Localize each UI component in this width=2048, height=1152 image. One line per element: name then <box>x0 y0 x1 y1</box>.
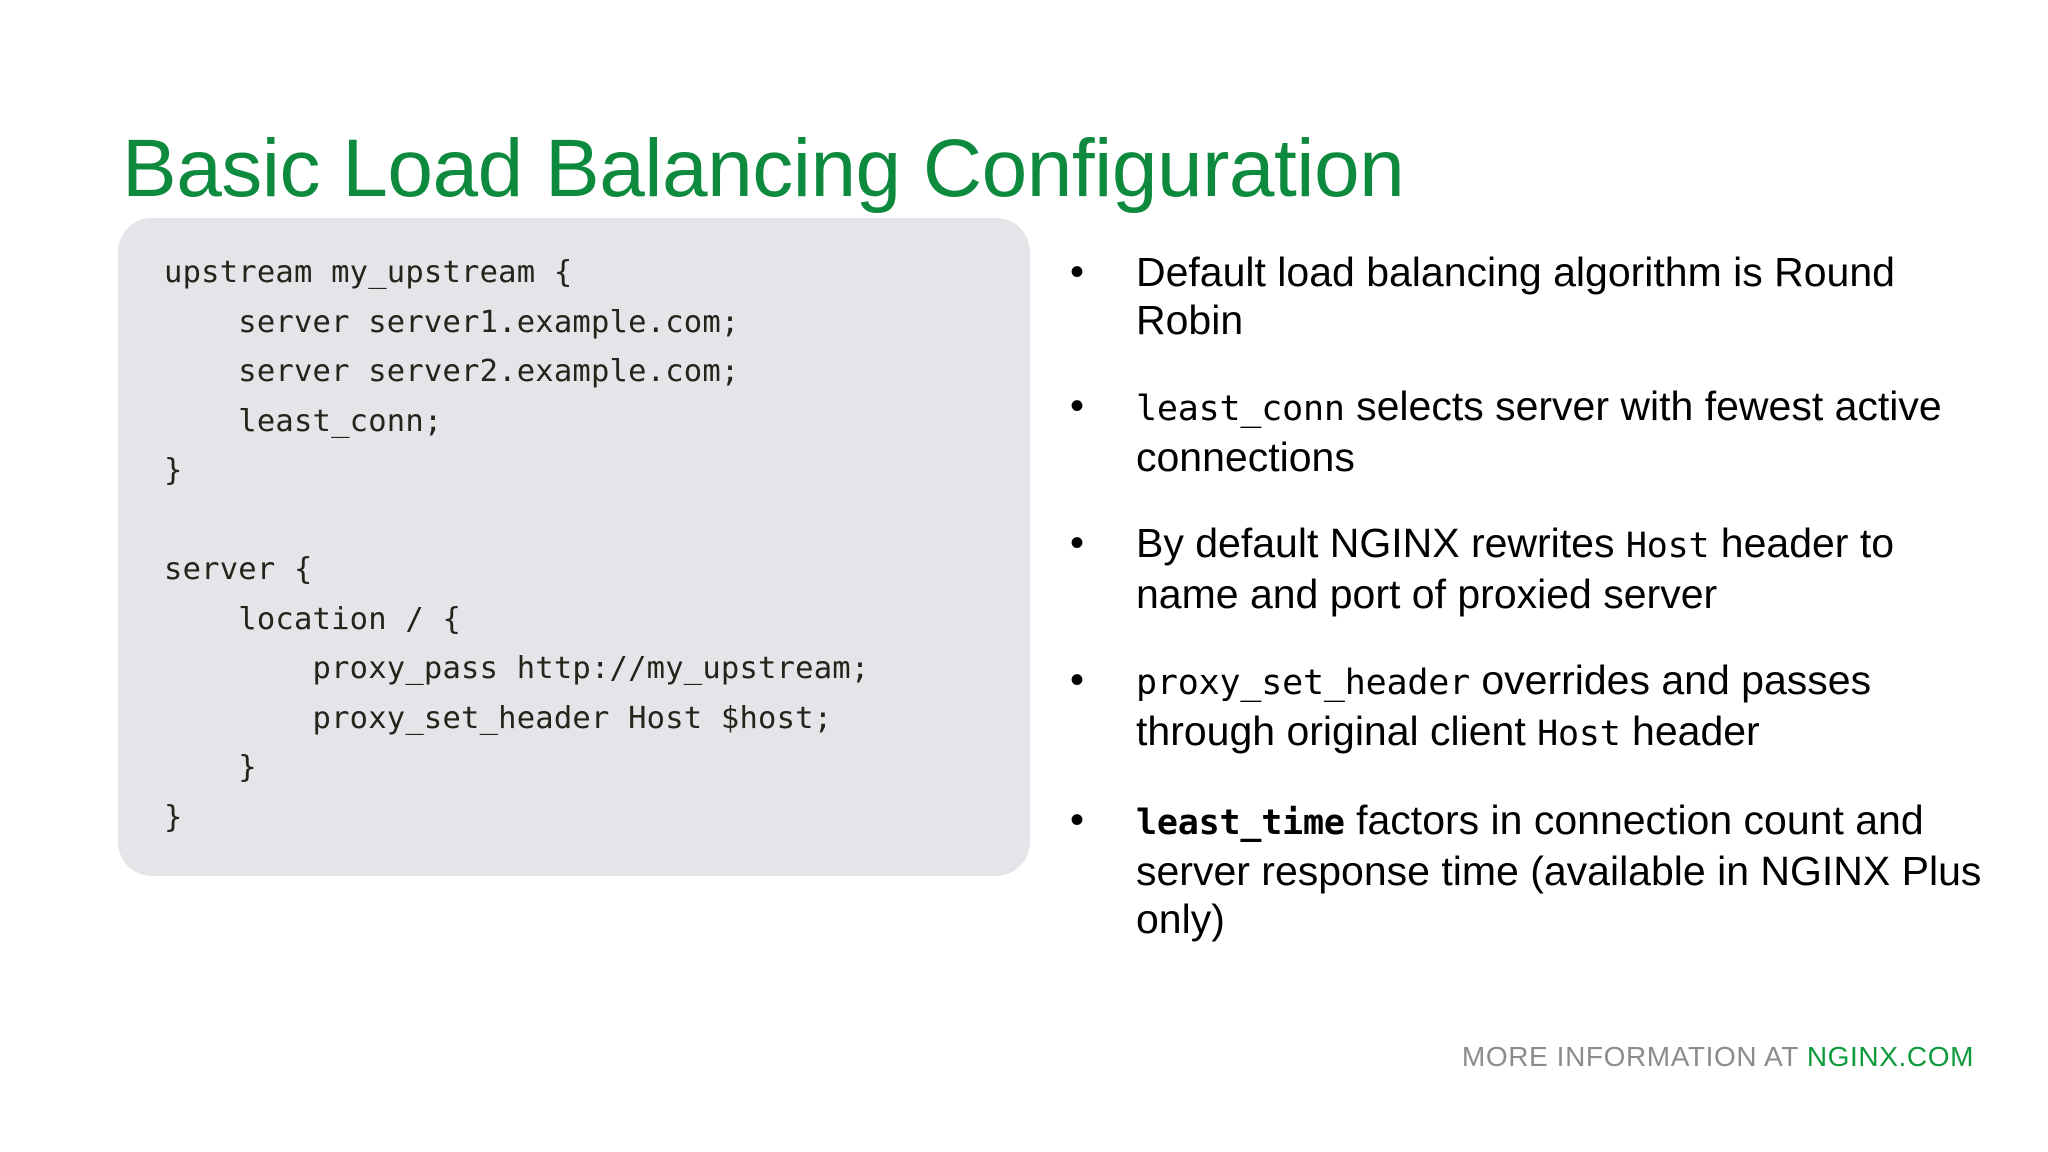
code-line: location / { <box>164 601 462 637</box>
bullet-list: • Default load balancing algorithm is Rou… <box>1058 248 1988 981</box>
bullet-point-icon: • <box>1070 658 1085 702</box>
code-panel: upstream my_upstream { server server1.ex… <box>118 218 1030 876</box>
inline-text: header to name and port of proxied serve… <box>1136 520 1895 617</box>
inline-code: proxy_set_header <box>1136 663 1470 703</box>
inline-text: Default load balancing algorithm is Roun… <box>1136 249 1895 343</box>
bullet-point-icon: • <box>1070 798 1085 842</box>
code-line: proxy_set_header Host $host; <box>164 700 833 736</box>
code-block: upstream my_upstream { server server1.ex… <box>164 248 990 842</box>
list-item: • Default load balancing algorithm is Rou… <box>1058 248 1988 344</box>
code-line <box>164 496 990 546</box>
bullet-point-icon: • <box>1070 521 1085 565</box>
footer: MORE INFORMATION AT NGINX.COM <box>1462 1040 1974 1074</box>
list-item-text: least_conn selects server with fewest ac… <box>1136 382 1988 481</box>
code-line: upstream my_upstream { <box>164 255 573 290</box>
code-line: } <box>164 799 183 835</box>
inline-text: header <box>1620 708 1760 754</box>
list-item-text: By default NGINX rewrites Host header to… <box>1136 519 1988 618</box>
inline-text: factors in connection count and server r… <box>1136 797 1982 942</box>
bullet-point-icon: • <box>1070 250 1085 294</box>
list-item: • least_time factors in connection count … <box>1058 796 1988 943</box>
list-item-text: proxy_set_header overrides and passes th… <box>1136 656 1988 758</box>
bullet-point-icon: • <box>1070 384 1085 428</box>
inline-code-emphasis: least_time <box>1136 803 1345 843</box>
code-line: } <box>164 750 257 785</box>
list-item-text: Default load balancing algorithm is Roun… <box>1136 248 1988 344</box>
inline-code: Host <box>1625 526 1710 566</box>
inline-text: selects server with fewest active connec… <box>1136 383 1942 480</box>
inline-text: overrides and passes through original cl… <box>1136 657 1872 754</box>
list-item: • proxy_set_header overrides and passes t… <box>1058 656 1988 758</box>
list-item: • By default NGINX rewrites Host header t… <box>1058 519 1988 618</box>
list-item-text: least_time factors in connection count a… <box>1136 796 1988 943</box>
page-title: Basic Load Balancing Configuration <box>122 122 1405 214</box>
inline-code: least_conn <box>1136 389 1345 429</box>
code-line: server server2.example.com; <box>164 354 740 389</box>
code-line: } <box>164 453 183 488</box>
footer-domain-link[interactable]: NGINX.COM <box>1806 1041 1974 1072</box>
code-line: server { <box>164 552 313 587</box>
code-line: server server1.example.com; <box>164 304 740 340</box>
code-line: proxy_pass http://my_upstream; <box>164 651 870 686</box>
inline-text: By default NGINX rewrites <box>1136 520 1626 566</box>
code-line: least_conn; <box>164 403 443 439</box>
inline-code: Host <box>1537 714 1621 754</box>
footer-lead-text: MORE INFORMATION AT <box>1461 1041 1807 1072</box>
list-item: • least_conn selects server with fewest a… <box>1058 382 1988 481</box>
